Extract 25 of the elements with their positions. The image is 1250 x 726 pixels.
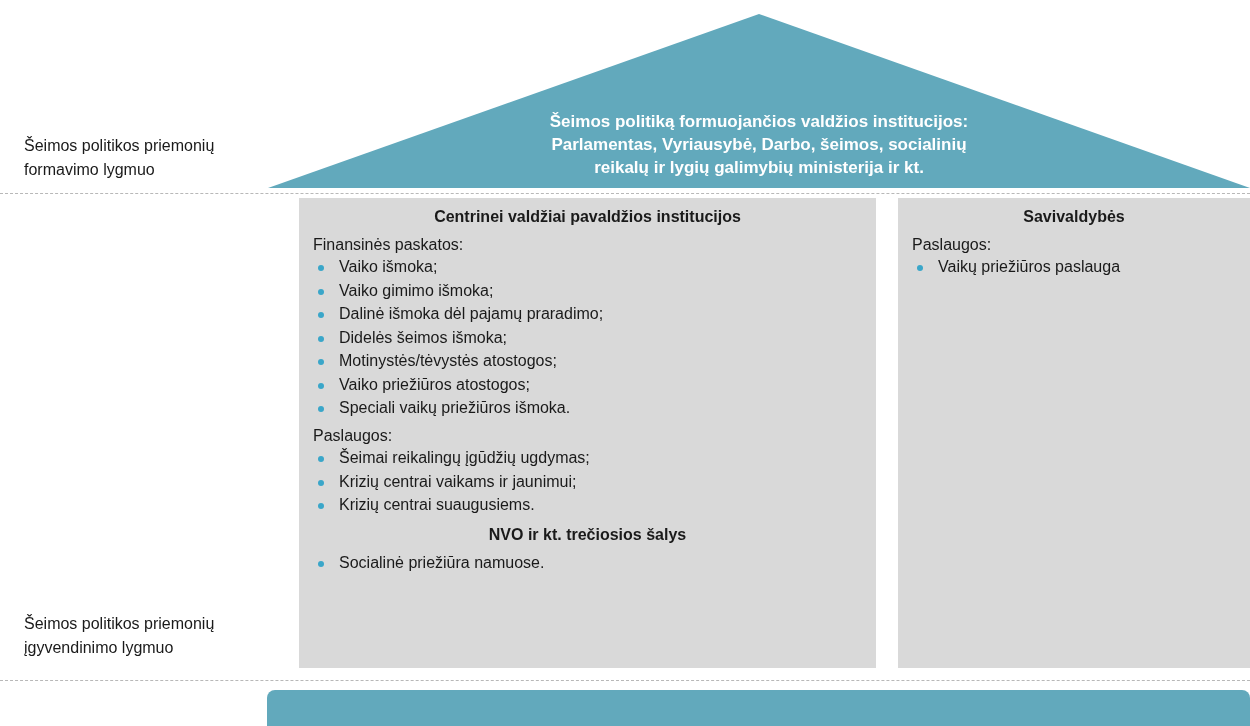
list-item: Didelės šeimos išmoka; xyxy=(313,328,508,347)
roof-triangle xyxy=(268,14,1250,188)
subheading: Paslaugos: xyxy=(912,236,993,254)
level-label: Šeimos politikos priemonių formavimo lygmuo xyxy=(24,135,216,180)
list-item: Vaikų priežiūros paslauga xyxy=(912,258,1121,276)
base-bar xyxy=(267,690,1250,726)
list-item: Speciali vaikų priežiūros išmoka. xyxy=(313,399,571,417)
list-item: Dalinė išmoka dėl pajamų praradimo; xyxy=(313,305,604,323)
list-item: Vaiko išmoka; xyxy=(313,258,438,276)
list-item: Vaiko gimimo išmoka; xyxy=(313,281,494,300)
subheading: Finansinės paskatos: xyxy=(313,236,465,254)
institution-panel xyxy=(299,198,876,668)
subheading: Paslaugos: xyxy=(313,427,394,445)
level-label: Šeimos politikos priemonių įgyvendinimo lygmuo xyxy=(24,613,216,658)
list-item: Motinystės/tėvystės atostogos; xyxy=(313,352,557,370)
list-item: Krizių centrai vaikams ir jaunimui; xyxy=(313,472,577,491)
list-item: Šeimai reikalingų įgūdžių ugdymas; xyxy=(313,449,590,467)
roof-text: Šeimos politiką formuojančios valdžios institucijos: Parlamentas, Vyriausybė, Darbo, šeimos, socialinių reikalų ir lygių galimybių ministerija ir kt. xyxy=(548,111,970,179)
list-item: Vaiko priežiūros atostogos; xyxy=(313,375,530,394)
list-item: Socialinė priežiūra namuose. xyxy=(313,554,545,572)
list-item: Krizių centrai suaugusiems. xyxy=(313,496,535,514)
section-heading: Savivaldybės xyxy=(1022,208,1126,226)
section-heading: Centrinei valdžiai pavaldžios institucijos xyxy=(433,208,742,226)
section-heading: NVO ir kt. trečiosios šalys xyxy=(487,526,688,544)
institution-panel xyxy=(898,198,1250,668)
